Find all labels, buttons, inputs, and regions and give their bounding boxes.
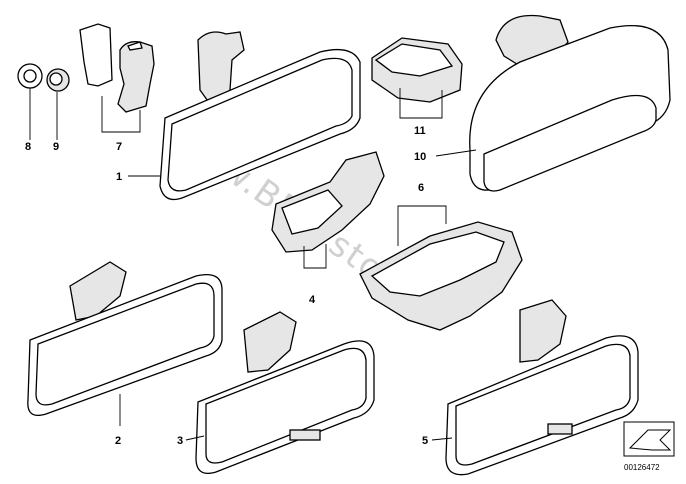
part-1-mirror [159,31,361,201]
label-6: 6 [418,182,424,194]
callout-6 [397,205,447,246]
label-9: 9 [53,141,59,153]
part-6-bracket [359,221,523,331]
callout-11 [399,88,443,119]
part-5-mirror [445,299,639,476]
callout-4 [303,244,327,269]
label-7: 7 [116,141,122,153]
callout-7 [101,96,141,133]
part-7-covers [79,23,155,113]
label-1: 1 [116,171,122,183]
callout-3 [185,435,205,441]
reference-box [623,421,675,457]
label-11: 11 [414,125,426,137]
part-10-mirror [469,14,671,192]
arrow-symbol-icon [628,429,672,451]
part-11-bracket [371,37,463,103]
label-2: 2 [115,435,121,447]
part-9-cap [46,68,70,92]
part-2-mirror [27,261,223,417]
part-3-mirror [195,311,375,475]
callout-lines [29,88,477,441]
label-5: 5 [422,435,428,447]
label-10: 10 [414,151,426,163]
callout-5 [431,437,453,441]
part-4-bracket [271,151,385,253]
callout-10 [435,149,477,157]
document-number: 00126472 [624,463,660,472]
label-8: 8 [25,141,31,153]
part-8-ring [17,63,43,89]
label-3: 3 [177,435,183,447]
label-4: 4 [309,294,316,306]
